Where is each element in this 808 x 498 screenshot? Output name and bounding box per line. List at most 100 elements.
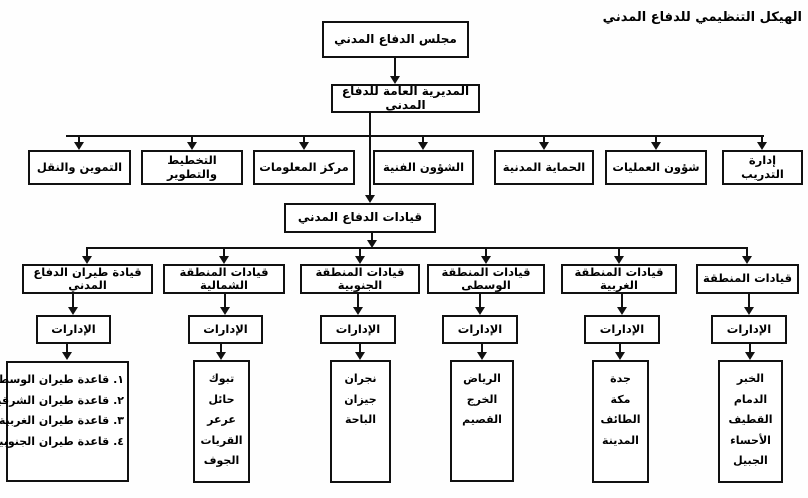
- arrow-down-icon: [355, 256, 365, 264]
- unit-item: مكة: [610, 392, 631, 406]
- arrow-down-icon: [617, 307, 627, 315]
- arrow-down-icon: [477, 352, 487, 360]
- unit-item: الأحساء: [730, 433, 771, 447]
- arrow-down-icon: [539, 142, 549, 150]
- unit-item: القطيف: [728, 413, 773, 426]
- unit-item: ٣. قاعدة طيران الغربية: [0, 414, 124, 427]
- connector-line: [357, 294, 359, 308]
- units-list: جدة مكة الطائف المدينة: [592, 360, 649, 483]
- arrow-down-icon: [481, 256, 491, 264]
- unit-item: الجبيل: [733, 454, 768, 467]
- arrow-down-icon: [187, 142, 197, 150]
- region-node: قيادات المنطقة الشمالية: [163, 264, 285, 294]
- unit-item: القصيم: [462, 413, 502, 426]
- arrow-down-icon: [82, 256, 92, 264]
- connector-line: [359, 344, 361, 353]
- connector-line: [485, 247, 487, 257]
- department-node: شؤون العمليات: [605, 150, 707, 185]
- unit-item: جيزان: [344, 392, 377, 406]
- connector-line: [224, 294, 226, 308]
- region-node: قيادة طيران الدفاع المدني: [22, 264, 153, 294]
- admin-node: الإدارات: [188, 315, 263, 344]
- connector-line: [619, 344, 621, 353]
- arrow-down-icon: [757, 142, 767, 150]
- node-council: مجلس الدفاع المدني: [322, 21, 469, 58]
- unit-item: الرياض: [463, 372, 501, 385]
- unit-item: القريات: [200, 433, 243, 447]
- arrow-down-icon: [220, 307, 230, 315]
- unit-item: ٢. قاعدة طيران الشرقية: [0, 393, 124, 407]
- connector-line: [618, 247, 620, 257]
- units-list: الخبر الدمام القطيف الأحساء الجبيل: [718, 360, 783, 483]
- arrow-down-icon: [615, 352, 625, 360]
- unit-item: نجران: [344, 372, 377, 385]
- department-node: مركز المعلومات: [253, 150, 355, 185]
- unit-item: المدينة: [602, 433, 639, 447]
- connector-line: [191, 135, 193, 143]
- connector-line: [359, 247, 361, 257]
- unit-item: حائل: [208, 392, 235, 406]
- page-title: الهيكل التنظيمي للدفاع المدني: [602, 10, 802, 25]
- department-node: الشؤون الفنية: [373, 150, 474, 185]
- node-general-directorate: المديرية العامة للدفاع المدني: [331, 84, 480, 113]
- department-node: إدارة التدريب: [722, 150, 803, 185]
- connector-line: [78, 135, 80, 143]
- arrow-down-icon: [651, 142, 661, 150]
- units-list: تبوك حائل عرعر القريات الجوف: [193, 360, 250, 483]
- arrow-down-icon: [216, 352, 226, 360]
- connector-line: [394, 58, 396, 76]
- unit-item: جدة: [610, 372, 631, 385]
- units-list: نجران جيزان الباحة: [330, 360, 391, 483]
- connector-line: [223, 247, 225, 257]
- unit-item: الدمام: [733, 392, 768, 406]
- region-node: قيادات المنطقة الغربية: [561, 264, 677, 294]
- arrow-down-icon: [367, 240, 377, 248]
- units-list: ١. قاعدة طيران الوسطى ٢. قاعدة طيران الش…: [0, 361, 129, 482]
- connector-line: [369, 113, 371, 196]
- arrow-down-icon: [745, 352, 755, 360]
- unit-item: الباحة: [344, 413, 377, 426]
- unit-item: الخرج: [466, 392, 498, 406]
- connector-line: [371, 233, 373, 241]
- department-node: الحماية المدنية: [494, 150, 594, 185]
- region-node: قيادات المنطقة: [696, 264, 799, 294]
- arrow-down-icon: [365, 195, 375, 203]
- arrow-down-icon: [390, 76, 400, 84]
- connector-line: [621, 294, 623, 308]
- connector-line: [220, 344, 222, 353]
- node-commands-hub: قيادات الدفاع المدني: [284, 203, 436, 233]
- arrow-down-icon: [353, 307, 363, 315]
- connector-line: [422, 135, 424, 143]
- arrow-down-icon: [74, 142, 84, 150]
- connector-line: [66, 344, 68, 353]
- arrow-down-icon: [744, 307, 754, 315]
- connector-line: [86, 247, 88, 257]
- connector-line: [655, 135, 657, 143]
- connector-line: [303, 135, 305, 143]
- unit-item: تبوك: [208, 372, 235, 385]
- arrow-down-icon: [68, 307, 78, 315]
- connector-line: [746, 247, 748, 257]
- region-node: قيادات المنطقة الوسطى: [427, 264, 545, 294]
- admin-node: الإدارات: [320, 315, 396, 344]
- connector-line: [479, 294, 481, 308]
- connector-line: [87, 247, 748, 249]
- arrow-down-icon: [355, 352, 365, 360]
- arrow-down-icon: [299, 142, 309, 150]
- connector-line: [761, 135, 763, 143]
- connector-line: [543, 135, 545, 143]
- admin-node: الإدارات: [36, 315, 111, 344]
- admin-node: الإدارات: [584, 315, 660, 344]
- unit-item: الطائف: [600, 413, 641, 426]
- connector-line: [481, 344, 483, 353]
- unit-item: عرعر: [207, 413, 236, 426]
- arrow-down-icon: [418, 142, 428, 150]
- unit-item: ١. قاعدة طيران الوسطى: [0, 373, 124, 386]
- department-node: التموين والنقل: [28, 150, 131, 185]
- arrow-down-icon: [614, 256, 624, 264]
- arrow-down-icon: [62, 352, 72, 360]
- admin-node: الإدارات: [442, 315, 518, 344]
- unit-item: الجوف: [203, 454, 240, 467]
- connector-line: [72, 294, 74, 308]
